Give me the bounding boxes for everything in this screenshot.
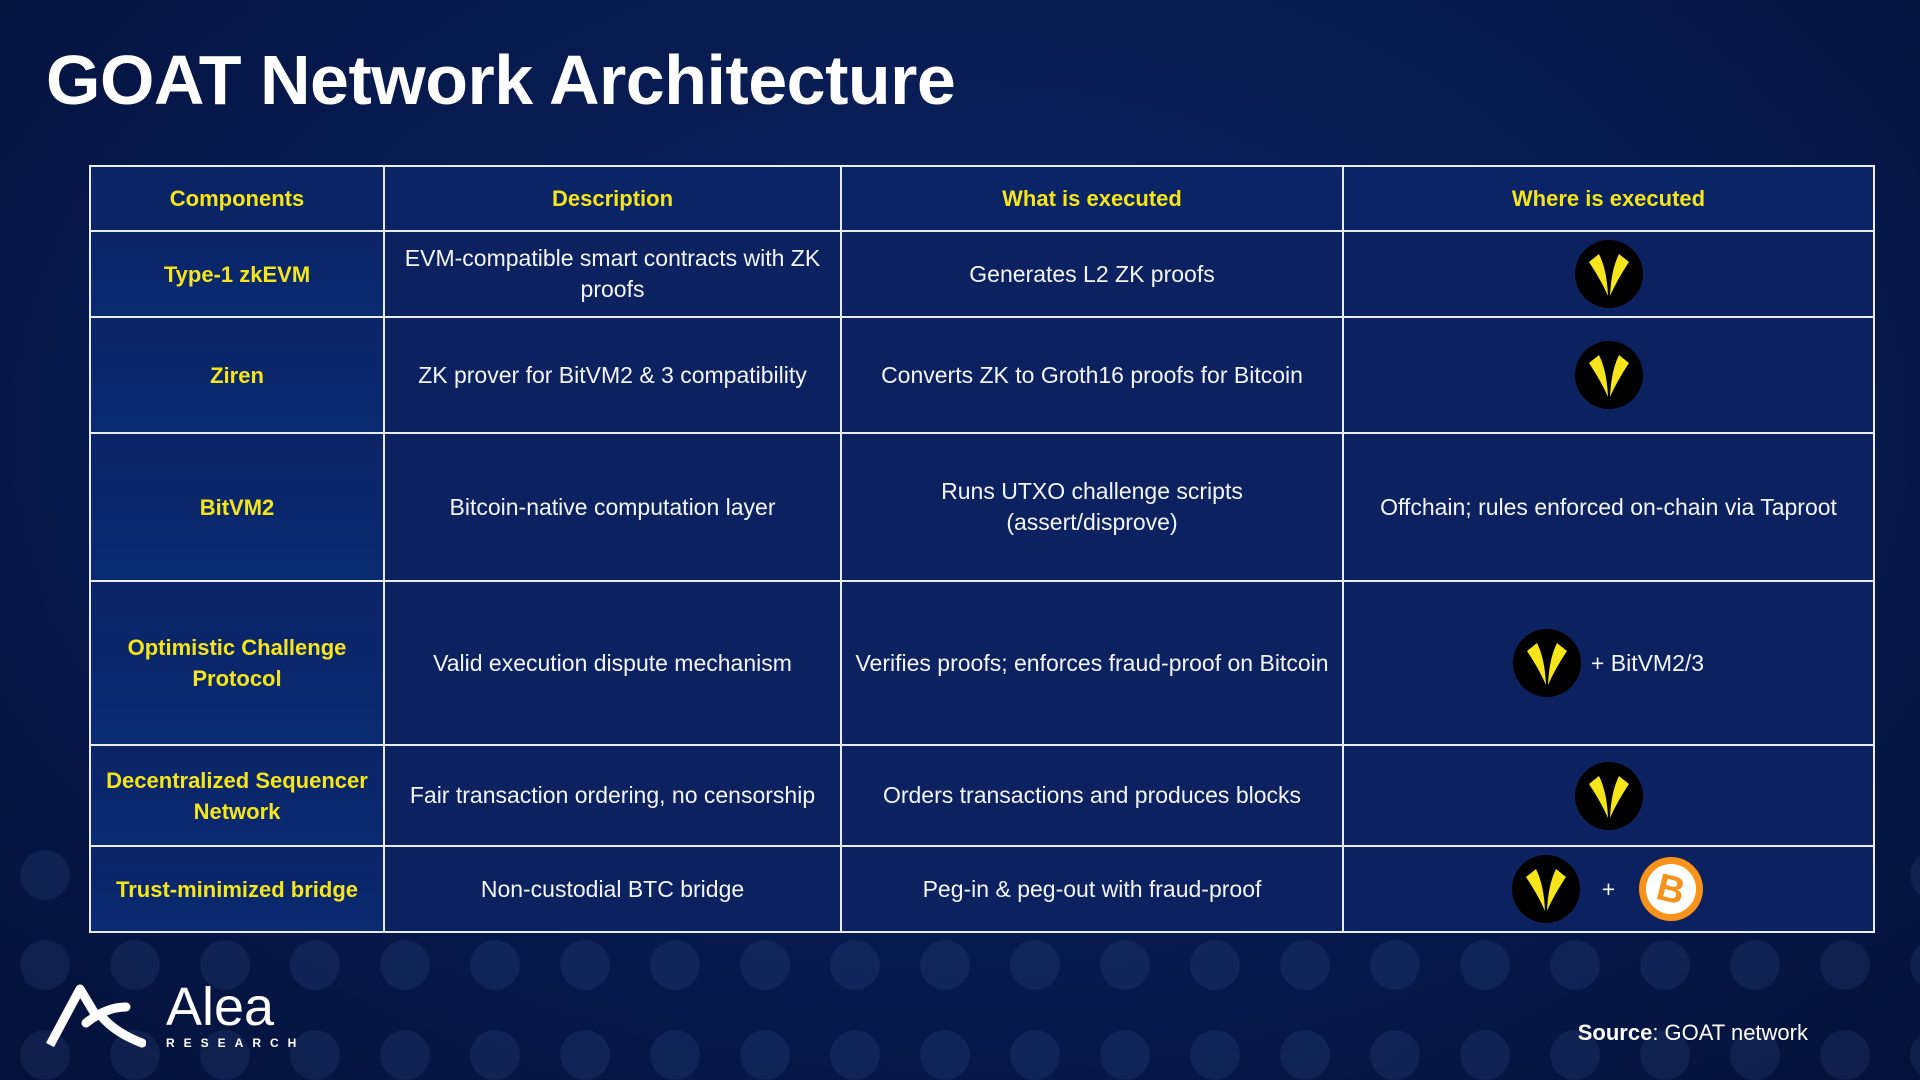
table-row: Decentralized Sequencer Network Fair tra… xyxy=(89,744,1875,847)
executed-cell: Runs UTXO challenge scripts (assert/disp… xyxy=(840,432,1344,582)
table-row: Optimistic Challenge Protocol Valid exec… xyxy=(89,580,1875,746)
logo-sub: RESEARCH xyxy=(166,1036,306,1050)
table-header-row: Components Description What is executed … xyxy=(89,165,1875,232)
alea-mark-icon xyxy=(46,984,146,1048)
table-row: BitVM2 Bitcoin-native computation layer … xyxy=(89,432,1875,582)
component-cell: Ziren xyxy=(89,316,385,434)
description-cell: Fair transaction ordering, no censorship xyxy=(383,744,842,847)
alea-logo: Alea RESEARCH xyxy=(46,977,306,1050)
where-cell: Offchain; rules enforced on-chain via Ta… xyxy=(1342,432,1875,582)
description-cell: Non-custodial BTC bridge xyxy=(383,845,842,933)
header-where: Where is executed xyxy=(1342,165,1875,232)
component-cell: Decentralized Sequencer Network xyxy=(89,744,385,847)
table-row: Ziren ZK prover for BitVM2 & 3 compatibi… xyxy=(89,316,1875,434)
page-title: GOAT Network Architecture xyxy=(46,41,956,119)
where-text: + BitVM2/3 xyxy=(1590,649,1705,676)
goat-logo-icon xyxy=(1512,629,1581,697)
description-cell: Valid execution dispute mechanism xyxy=(383,580,842,746)
source-label: Source xyxy=(1577,1020,1653,1045)
executed-cell: Converts ZK to Groth16 proofs for Bitcoi… xyxy=(840,316,1344,434)
header-description: Description xyxy=(383,165,842,232)
where-cell xyxy=(1342,316,1875,434)
where-cell xyxy=(1342,230,1875,318)
header-components: Components xyxy=(89,165,385,232)
component-cell: Trust-minimized bridge xyxy=(89,845,385,933)
executed-cell: Peg-in & peg-out with fraud-proof xyxy=(840,845,1344,933)
where-text: Offchain; rules enforced on-chain via Ta… xyxy=(1380,493,1837,520)
goat-logo-icon xyxy=(1574,761,1643,830)
executed-cell: Verifies proofs; enforces fraud-proof on… xyxy=(840,580,1344,746)
description-cell: Bitcoin-native computation layer xyxy=(383,432,842,582)
component-cell: Type-1 zkEVM xyxy=(89,230,385,318)
goat-logo-icon xyxy=(1511,855,1580,923)
description-cell: EVM-compatible smart contracts with ZK p… xyxy=(383,230,842,318)
architecture-table: Components Description What is executed … xyxy=(89,165,1875,933)
table-row: Trust-minimized bridge Non-custodial BTC… xyxy=(89,845,1875,933)
bitcoin-logo-icon: B xyxy=(1637,855,1705,923)
plus-sign: + xyxy=(1601,875,1616,902)
where-cell: +B xyxy=(1342,845,1875,933)
goat-logo-icon xyxy=(1574,240,1643,308)
description-cell: ZK prover for BitVM2 & 3 compatibility xyxy=(383,316,842,434)
executed-cell: Orders transactions and produces blocks xyxy=(840,744,1344,847)
header-what: What is executed xyxy=(840,165,1344,232)
goat-logo-icon xyxy=(1574,341,1643,409)
component-cell: BitVM2 xyxy=(89,432,385,582)
source-value: : GOAT network xyxy=(1652,1020,1808,1045)
logo-name: Alea xyxy=(166,977,275,1037)
component-cell: Optimistic Challenge Protocol xyxy=(89,580,385,746)
where-cell xyxy=(1342,744,1875,847)
table-row: Type-1 zkEVM EVM-compatible smart contra… xyxy=(89,230,1875,318)
source-note: Source: GOAT network xyxy=(1578,1020,1808,1046)
where-cell: + BitVM2/3 xyxy=(1342,580,1875,746)
executed-cell: Generates L2 ZK proofs xyxy=(840,230,1344,318)
